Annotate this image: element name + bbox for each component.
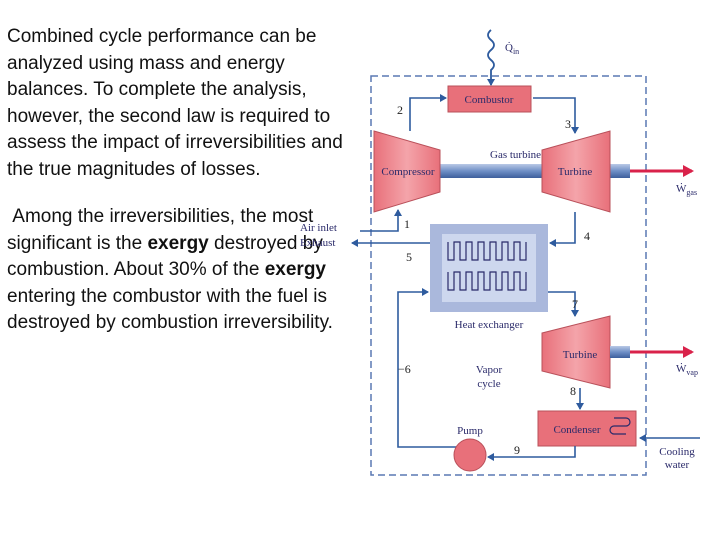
flow-line-1	[360, 209, 402, 232]
w-gas-subscript: gas	[686, 188, 697, 197]
flow-line-9	[487, 446, 576, 461]
w-vap-symbol: Ẇ	[676, 363, 687, 375]
turbine-bottom-label: Turbine	[563, 349, 598, 361]
w-vap-subscript: vap	[686, 368, 698, 377]
p2-bold1: exergy	[147, 232, 209, 254]
gas-turbine-label: Gas turbine	[490, 149, 541, 161]
state-2-label: 2	[397, 103, 403, 117]
flow-line-4	[549, 212, 576, 247]
flow-line-7	[548, 291, 579, 317]
paragraph-1: Combined cycle performance can be analyz…	[7, 26, 343, 180]
state-3-label: 3	[565, 117, 571, 131]
state-8-label: 8	[570, 384, 576, 398]
state-6-number: 6	[405, 362, 411, 376]
system-boundary	[370, 75, 647, 476]
cooling-water-label-2: water	[665, 459, 690, 471]
p2-part2: destroyed by combustion. About 30% of th…	[7, 232, 323, 281]
vapor-cycle-label-1: Vapor	[476, 364, 503, 376]
turbine-top-label: Turbine	[558, 166, 593, 178]
cooling-water-label-1: Cooling	[659, 446, 695, 458]
turbine-bottom-shape	[541, 315, 611, 389]
heat-exchanger-inner	[442, 234, 536, 302]
p2-bold2: exergy	[264, 259, 327, 280]
state-5-label: 5	[406, 250, 412, 264]
air-inlet-label: Air inlet	[300, 222, 337, 234]
condenser-coil	[609, 417, 631, 435]
vapor-turbine-shaft	[610, 346, 630, 358]
compressor-shape	[373, 130, 441, 213]
flow-line-6	[397, 288, 456, 448]
q-in-symbol: Q̇	[505, 42, 513, 54]
state-4-label: 4	[584, 229, 590, 243]
turbine-top-shape	[541, 130, 611, 213]
flow-line-3	[533, 97, 579, 134]
heat-input-squiggle	[487, 29, 495, 86]
state-6-label: −6	[398, 362, 411, 376]
state-7-label: 7	[572, 297, 578, 311]
flow-line-2	[409, 94, 447, 131]
state-9-label: 9	[514, 443, 520, 457]
w-gas-label: Ẇgas	[676, 183, 697, 197]
paragraph-2: Among the irreversibilities, the most si…	[7, 204, 362, 337]
q-in-label: Q̇in	[505, 42, 519, 56]
combustor-box	[447, 85, 532, 113]
heat-exchanger-coil-bottom	[447, 271, 527, 291]
condenser-label: Condenser	[553, 424, 600, 436]
q-in-subscript: in	[513, 47, 519, 56]
w-vap-label: Ẇvap	[676, 363, 698, 377]
w-gas-symbol: Ẇ	[676, 183, 687, 195]
heat-exchanger-coil-top	[447, 241, 527, 261]
p2-part3: entering the combustor with the fuel is …	[7, 285, 333, 334]
heat-exchanger-label: Heat exchanger	[455, 319, 524, 331]
state-1-label: 1	[404, 217, 410, 231]
pump-circle	[453, 438, 487, 472]
compressor-label: Compressor	[381, 166, 435, 178]
pump-label: Pump	[457, 425, 483, 437]
p2-part1: Among the irreversibilities, the most si…	[7, 206, 314, 254]
text-column: Combined cycle performance can be analyz…	[7, 24, 362, 337]
condenser-box	[537, 410, 637, 447]
exhaust-label: Exhaust	[300, 237, 335, 249]
vapor-cycle-label-2: cycle	[477, 378, 500, 390]
combustor-label: Combustor	[465, 94, 514, 106]
